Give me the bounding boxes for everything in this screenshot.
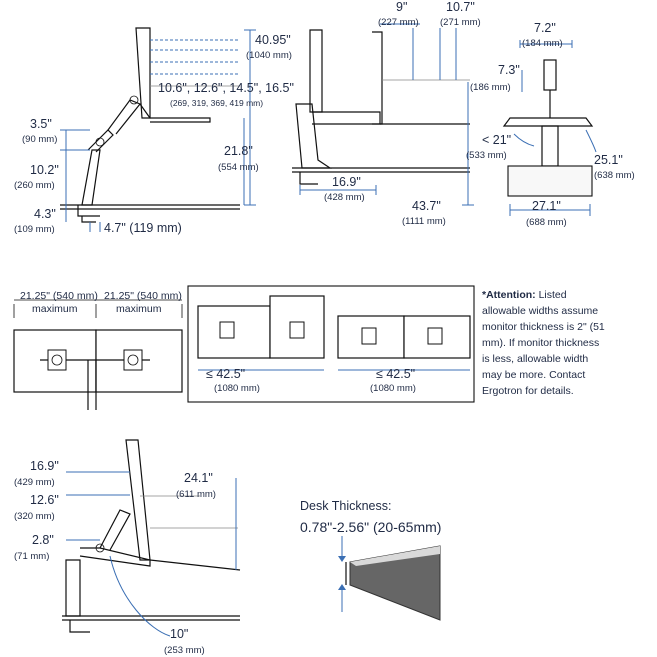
attention-line-6: Ergotron for details.	[482, 385, 574, 397]
dim-10-7-label: 10.7"	[446, 0, 475, 14]
dim-7-2-label: 7.2"	[534, 21, 556, 35]
dim-7-2-mm-label: (184 mm)	[522, 38, 563, 49]
dim-25-1-label: 25.1"	[594, 153, 623, 167]
attention-line-2: monitor thickness is 2" (51	[482, 321, 605, 333]
dim-10-7-mm-label: (271 mm)	[440, 17, 481, 28]
attention-title: *Attention:	[482, 289, 536, 301]
dim-21-8-label: 21.8"	[224, 144, 253, 158]
dim-27-1-label: 27.1"	[532, 199, 561, 213]
dim-21-mm-label: (533 mm)	[466, 150, 507, 161]
dim-b-10-label: 10"	[170, 627, 188, 641]
dim-b-10-mm-label: (253 mm)	[164, 645, 205, 656]
desk-thickness-range: 0.78"-2.56" (20-65mm)	[300, 519, 441, 535]
attention-line-5: may be more. Contact	[482, 369, 585, 381]
attention-line-1: allowable widths assume	[482, 305, 598, 317]
desk-thickness-diagram	[338, 536, 441, 621]
dim-b-12-6-mm-label: (320 mm)	[14, 511, 55, 522]
front-view-right	[502, 40, 597, 216]
dim-16-9-mm-label: (428 mm)	[324, 192, 365, 203]
dim-16-9-label: 16.9"	[332, 175, 361, 189]
attention-note: *Attention: Listed allowable widths assu…	[482, 289, 605, 397]
dim-10-2-mm-label: (260 mm)	[14, 180, 55, 191]
offsets-label: 10.6", 12.6", 14.5", 16.5"	[158, 81, 294, 95]
dim-4-3-label: 4.3"	[34, 207, 56, 221]
max-left-label: maximum	[32, 303, 78, 315]
dim-43-7-mm-label: (1111 mm)	[402, 216, 446, 227]
dim-21-8-mm-label: (554 mm)	[218, 162, 259, 173]
dim-b-2-8-mm-label: (71 mm)	[14, 551, 49, 562]
dim-b-24-1-label: 24.1"	[184, 471, 213, 485]
dim-b-16-9-mm-label: (429 mm)	[14, 477, 55, 488]
dim-10-2-label: 10.2"	[30, 163, 59, 177]
dim-b-24-1-mm-label: (611 mm)	[176, 489, 216, 500]
dim-9-label: 9"	[396, 0, 407, 14]
dim-7-3-mm-label: (186 mm)	[470, 82, 511, 93]
dim-b-2-8-label: 2.8"	[32, 533, 54, 547]
attention-line-0: Listed	[536, 289, 567, 301]
dim-9-mm-label: (227 mm)	[378, 17, 419, 28]
dim-3-5-label: 3.5"	[30, 117, 52, 131]
allowable-width-1-label: ≤ 42.5"	[206, 367, 245, 381]
dim-21-label: < 21"	[482, 133, 511, 147]
max-right-label: maximum	[116, 303, 162, 315]
height-max-label: 40.95"	[255, 33, 291, 47]
dim-27-1-mm-label: (688 mm)	[526, 217, 567, 228]
offsets-mm-label: (269, 319, 369, 419 mm)	[170, 98, 263, 108]
allowable-width-2-mm-label: (1080 mm)	[370, 383, 416, 394]
side-view-bottom	[62, 439, 241, 637]
attention-line-4: is less, allowable width	[482, 353, 588, 365]
desk-thickness-title: Desk Thickness:	[300, 499, 391, 513]
height-max-mm-label: (1040 mm)	[246, 50, 292, 61]
allowable-width-panel	[187, 285, 475, 403]
dim-4-7-label: 4.7" (119 mm)	[104, 221, 182, 235]
dim-43-7-label: 43.7"	[412, 199, 441, 213]
dim-4-3-mm-label: (109 mm)	[14, 224, 55, 235]
attention-line-3: mm). If monitor thickness	[482, 337, 599, 349]
svg-text:*Attention: Listed: *Attention: Listed	[482, 289, 567, 301]
dim-7-3-label: 7.3"	[498, 63, 520, 77]
side-view-middle	[292, 23, 474, 206]
dim-25-1-mm-label: (638 mm)	[594, 170, 635, 181]
allowable-width-1-mm-label: (1080 mm)	[214, 383, 260, 394]
dim-3-5-mm-label: (90 mm)	[22, 134, 57, 145]
width-left-label: 21.25" (540 mm)	[20, 290, 98, 302]
side-view-left	[60, 27, 256, 232]
dim-b-12-6-label: 12.6"	[30, 493, 59, 507]
allowable-width-2-label: ≤ 42.5"	[376, 367, 415, 381]
width-right-label: 21.25" (540 mm)	[104, 290, 182, 302]
dim-b-16-9-label: 16.9"	[30, 459, 59, 473]
dual-monitor-width-view	[13, 299, 183, 410]
